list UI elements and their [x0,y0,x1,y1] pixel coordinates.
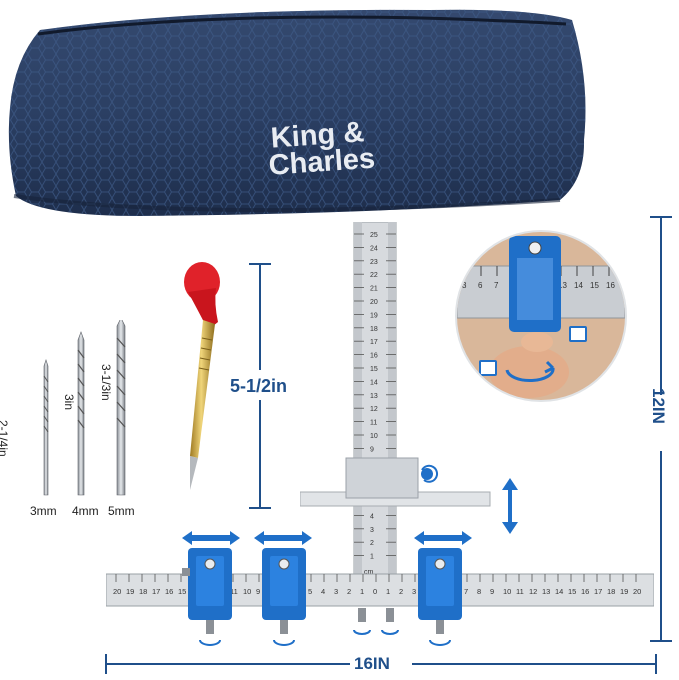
horizontal-tick-label: 19 [126,587,134,596]
horizontal-tick-label: 4 [321,587,325,596]
horizontal-tick-label: 12 [529,587,537,596]
horizontal-tick-label: 10 [503,587,511,596]
unlock-icon [569,326,587,342]
drill-bit-3mm [43,359,49,496]
slider-block-right [418,548,462,646]
vertical-tick-label: 4 [370,513,374,520]
horizontal-tick-label: 5 [308,587,312,596]
vertical-tick-label: 16 [370,353,378,360]
horizontal-tick-label: 14 [555,587,563,596]
vertical-ruler: 2524232221201918171615141312111098765432… [353,222,397,583]
horizontal-tick-label: 8 [477,587,481,596]
vertical-tick-label: 22 [370,272,378,279]
horizontal-tick-label: 13 [542,587,550,596]
horizontal-tick-label: 10 [243,587,251,596]
vertical-tick-label: 19 [370,312,378,319]
slider-block-left [182,548,232,646]
bit-size-5mm: 5mm [108,504,135,518]
horizontal-tick-label: 1 [386,587,390,596]
inset-tick-label: 6 [478,281,483,290]
horizontal-tick-label: 3 [334,587,338,596]
horizontal-tick-label: 3 [412,587,416,596]
inset-tick-label: 15 [590,281,599,290]
slider-arrow-middle [254,531,312,545]
vertical-tick-label: 13 [370,393,378,400]
vertical-tick-label: 1 [370,554,374,561]
inset-tick-label: 16 [606,281,615,290]
horizontal-tick-label: 0 [373,587,377,596]
center-guide-pins [353,608,399,635]
vertical-tick-label: 3 [370,527,374,534]
punch-dimension-bracket [249,263,271,509]
punch-length-label: 5-1/2in [230,376,288,396]
horizontal-tick-label: 19 [620,587,628,596]
vertical-tick-label: 20 [370,299,378,306]
horizontal-tick-label: 15 [178,587,186,596]
slider-block-middle [262,548,306,646]
vertical-tick-label: 2 [370,540,374,547]
vertical-tick-label: 11 [370,420,377,427]
bit-length-3mm: 2-1/4in [0,420,10,457]
vertical-tick-label: 25 [370,232,378,239]
depth-gauge [300,457,491,507]
vertical-tick-label: 18 [370,326,378,333]
horizontal-tick-label: 2 [347,587,351,596]
drill-bits [43,320,126,496]
slider-arrow-right [414,531,472,545]
horizontal-tick-label: 7 [464,587,468,596]
width-label: 16IN [354,654,390,673]
inset-tick-label: 7 [494,281,499,290]
lock-icon [479,360,497,376]
inset-tick-label: 14 [574,281,583,290]
bit-size-4mm: 4mm [72,504,99,518]
vertical-tick-label: 9 [370,446,374,453]
vertical-tick-label: 10 [370,433,378,440]
horizontal-tick-label: 17 [594,587,602,596]
horizontal-tick-label: 9 [256,587,260,596]
brand-logo: King & Charles [266,116,377,182]
vertical-tick-label: 12 [370,406,378,413]
vertical-adjust-arrow [502,478,518,534]
brand-line-2: Charles [267,142,377,182]
horizontal-tick-label: 16 [165,587,173,596]
horizontal-tick-label: 9 [490,587,494,596]
horizontal-tick-label: 15 [568,587,576,596]
bag-zipper [37,15,567,36]
vertical-tick-label: 24 [370,245,378,252]
horizontal-tick-label: 1 [360,587,364,596]
bit-size-3mm: 3mm [30,504,57,518]
horizontal-tick-label: 17 [152,587,160,596]
inset-tick-label: 3 [462,281,467,290]
bit-length-4mm: 3in [62,394,76,411]
vertical-tick-label: 14 [370,379,378,386]
vertical-tick-label: 15 [370,366,378,373]
horizontal-tick-label: 16 [581,587,589,596]
center-punch [184,262,220,490]
drill-bit-4mm [77,331,85,496]
horizontal-tick-label: 20 [113,587,121,596]
horizontal-tick-label: 11 [230,587,238,596]
vertical-unit-label: cm [364,569,374,576]
height-dimension-bracket [650,216,672,642]
slider-arrow-left [182,531,240,545]
vertical-tick-label: 23 [370,259,378,266]
lock-detail-inset: 3678111213141516 [455,230,627,402]
horizontal-tick-label: 18 [139,587,147,596]
bit-length-5mm: 3-1/3in [99,364,113,401]
storage-bag [8,9,586,217]
height-label: 12IN [649,388,668,424]
horizontal-tick-label: 20 [633,587,641,596]
horizontal-tick-label: 2 [399,587,403,596]
inset-tick-label: 13 [558,281,567,290]
width-dimension-bracket [105,654,657,674]
horizontal-tick-label: 18 [607,587,615,596]
drill-bit-5mm [116,320,126,496]
horizontal-ruler-ticks: 2019181716151413121110987654321012345678… [113,574,641,596]
inset-illustration: 3678111213141516 [457,236,625,398]
horizontal-tick-label: 11 [516,587,524,596]
vertical-tick-label: 17 [370,339,378,346]
vertical-tick-label: 21 [370,286,378,293]
